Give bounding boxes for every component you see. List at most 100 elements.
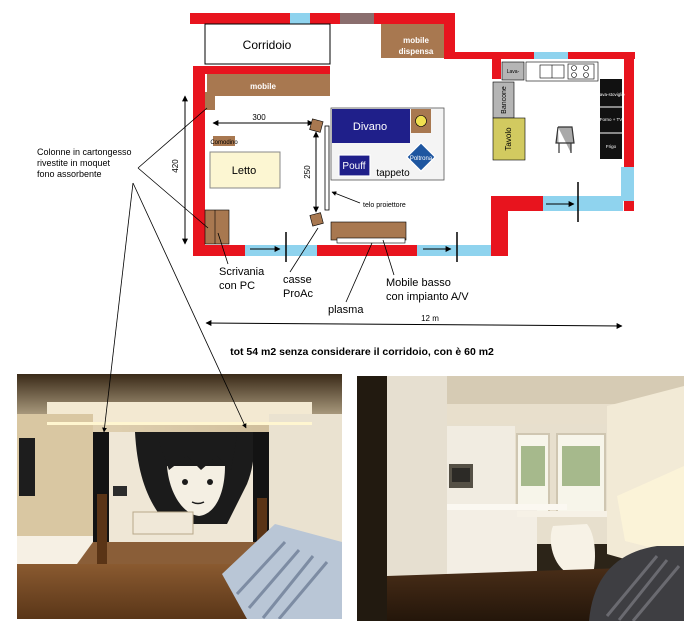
mural-eye-left xyxy=(182,479,188,485)
low-unit-top xyxy=(336,237,406,244)
pantry-label-2: dispensa xyxy=(399,47,434,56)
low-unit xyxy=(330,221,407,241)
speaker-top xyxy=(309,118,324,133)
wall-kitchen-right xyxy=(624,59,634,167)
photo-bed xyxy=(132,511,194,535)
corridor-wall-top-3 xyxy=(374,13,455,24)
corridor-window-top xyxy=(290,13,310,24)
desk-note-1: Scrivania xyxy=(219,266,265,278)
corridor-wall-top-2 xyxy=(310,13,340,24)
photo-speaker-left xyxy=(97,494,107,564)
photo-tv xyxy=(19,438,35,496)
wall-bottom-mid xyxy=(317,245,417,256)
columns-leader-1 xyxy=(137,107,208,169)
cabinet-label: mobile xyxy=(250,82,276,91)
lowunit-note-2: con impianto A/V xyxy=(386,291,469,303)
hob-burner-1 xyxy=(571,65,577,71)
hob-icon xyxy=(567,63,595,80)
projector-screen xyxy=(324,125,330,211)
bed xyxy=(209,151,281,189)
corridor-label: Corridoio xyxy=(243,38,292,52)
tall-unit-label-2: Forno + TV xyxy=(600,117,623,122)
columns-note-3: fono assorbente xyxy=(37,169,102,179)
tall-unit-label-3: Frigo xyxy=(606,144,617,149)
wall-kitchen-right-2 xyxy=(624,201,634,211)
hob-burner-2 xyxy=(583,65,589,71)
window-kitchen-right xyxy=(621,167,634,201)
kphoto-oven-glass xyxy=(452,468,470,482)
kphoto-island-top xyxy=(447,504,567,510)
living-room-photo xyxy=(17,374,342,619)
table-label: Tavolo xyxy=(504,127,513,151)
corridor-room xyxy=(204,23,331,65)
mural-face xyxy=(167,466,225,516)
photo-floor-back xyxy=(77,542,287,564)
dim-420: 420 xyxy=(171,159,180,173)
speaker-bottom xyxy=(309,212,324,227)
kphoto-sofa xyxy=(589,546,684,621)
kitchen-counter-top xyxy=(501,61,525,81)
projector-leader xyxy=(331,191,361,204)
photo-sofa-stripes xyxy=(235,540,329,619)
area-summary: tot 54 m2 senza considerare il corridoio… xyxy=(230,346,494,358)
pantry-label-1: mobile xyxy=(403,36,429,45)
columns-note-2: rivestite in moquet xyxy=(37,158,111,168)
plasma-leader xyxy=(345,242,373,303)
dim-12m: 12 m xyxy=(421,314,439,323)
hob-burner-3 xyxy=(571,72,577,78)
corridor-wall-right-h2 xyxy=(568,52,635,59)
mural-mouth xyxy=(191,501,205,505)
cabinet xyxy=(207,74,330,96)
column-top xyxy=(205,92,215,110)
window-bottom-2 xyxy=(417,245,491,256)
projector-note: telo proiettore xyxy=(363,202,406,209)
window-kitchen-bottom xyxy=(543,196,623,211)
kitchen-photo xyxy=(357,376,684,621)
lowunit-leader xyxy=(382,239,395,276)
floor-plan: Corridoio mobile dispensa mobile Comodin… xyxy=(37,13,635,358)
dining-table xyxy=(492,117,526,161)
kitchen-small-label: Lava- xyxy=(507,69,520,75)
corridor-wall-top xyxy=(190,13,290,24)
kphoto-sunlight xyxy=(617,466,684,556)
lowunit-note-1: Mobile basso xyxy=(386,277,451,289)
speakers-note-2: ProAc xyxy=(283,288,313,300)
kphoto-garden-1 xyxy=(521,446,545,486)
pouf-label: Pouff xyxy=(342,161,365,172)
photo-light-strip xyxy=(47,422,312,425)
bench-label: Bancone xyxy=(501,86,508,114)
corridor-wall-right-h xyxy=(444,52,534,59)
lamp-icon xyxy=(415,115,427,127)
speakers-note-1: casse xyxy=(283,274,312,286)
corridor-wall-right xyxy=(444,24,455,58)
rug-label: tappeto xyxy=(376,168,410,179)
plasma-note: plasma xyxy=(328,304,364,316)
tall-unit-label-1: Lava-stoviglie xyxy=(597,92,625,97)
corridor-door-top xyxy=(340,13,374,24)
sofa-label: Divano xyxy=(353,121,387,133)
bed-label: Letto xyxy=(232,165,256,177)
armchair-label: Poltrona xyxy=(410,156,433,162)
columns-note-1: Colonne in cartongesso xyxy=(37,147,132,157)
pouf xyxy=(338,154,371,177)
kphoto-left-shadow xyxy=(357,376,387,621)
window-bottom-1 xyxy=(245,245,317,256)
mural-eye-right xyxy=(207,479,213,485)
wall-kitchen-left xyxy=(492,59,501,79)
kphoto-sofa-stripes xyxy=(605,555,681,621)
small-box-label: Comodino xyxy=(210,140,238,146)
kphoto-table xyxy=(517,511,607,517)
hob-burner-4 xyxy=(583,72,589,78)
dim-300: 300 xyxy=(252,113,266,122)
dim-250: 250 xyxy=(303,165,312,179)
sofa xyxy=(332,109,410,143)
chair-icon xyxy=(555,126,575,153)
mural-fringe xyxy=(157,436,237,470)
corridor-window-right xyxy=(534,52,568,59)
wall-kitchen-bottom xyxy=(491,196,543,211)
pantry-unit xyxy=(381,24,444,58)
wall-left xyxy=(193,66,205,256)
kphoto-chair xyxy=(550,524,595,574)
armchair xyxy=(406,142,436,172)
